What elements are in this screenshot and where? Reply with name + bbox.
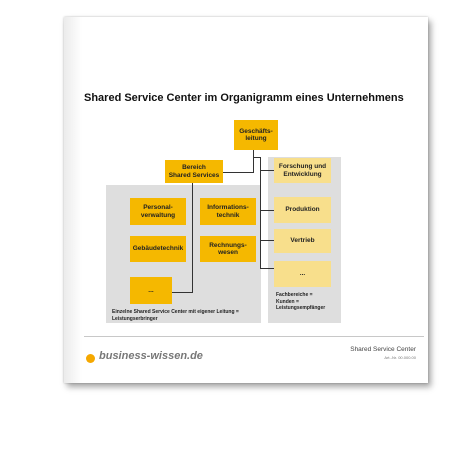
connector-bereich-h — [223, 172, 254, 173]
node-weitere-shared-services: ... — [130, 277, 172, 304]
node-produktion: Produktion — [274, 197, 331, 223]
page-fold-shadow — [64, 17, 82, 383]
footer-document-title: Shared Service Center — [350, 346, 416, 353]
brand-dot-icon — [86, 354, 95, 363]
node-gebaeudetechnik: Gebäudetechnik — [130, 236, 186, 262]
connector-vertrieb — [260, 240, 274, 241]
page-title: Shared Service Center im Organigramm ein… — [84, 92, 404, 104]
note-leistungserbringer: Einzelne Shared Service Center mit eigen… — [112, 309, 239, 322]
node-personalverwaltung: Personal- verwaltung — [130, 198, 186, 225]
node-bereich-shared-services: Bereich Shared Services — [165, 160, 223, 183]
footer-divider — [84, 336, 424, 337]
connector-right-spine — [260, 157, 261, 269]
node-informationstechnik: Informations- technik — [200, 198, 256, 225]
connector-produktion — [260, 210, 274, 211]
node-rechnungswesen: Rechnungs- wesen — [200, 236, 256, 262]
node-vertrieb: Vertrieb — [274, 229, 331, 253]
note-leistungsempfaenger: Fachbereiche = Kunden = Leistungsempfäng… — [276, 292, 326, 311]
node-forschung-entwicklung: Forschung und Entwicklung — [274, 158, 331, 183]
connector-forschung — [260, 170, 274, 171]
node-weitere-fachbereiche: ... — [274, 261, 331, 287]
footer-article-number: Art.-Nr. 00.000.00 — [384, 355, 416, 360]
connector-gf-down — [253, 150, 254, 173]
document-page: Shared Service Center im Organigramm ein… — [64, 17, 428, 383]
connector-dots-right — [260, 268, 274, 269]
connector-gf-right — [253, 157, 261, 158]
connector-dots-left — [172, 292, 193, 293]
node-geschaeftsleitung: Geschäfts- leitung — [234, 120, 278, 150]
connector-bereich-down — [192, 182, 193, 292]
brand-logo-text: business-wissen.de — [99, 350, 203, 362]
